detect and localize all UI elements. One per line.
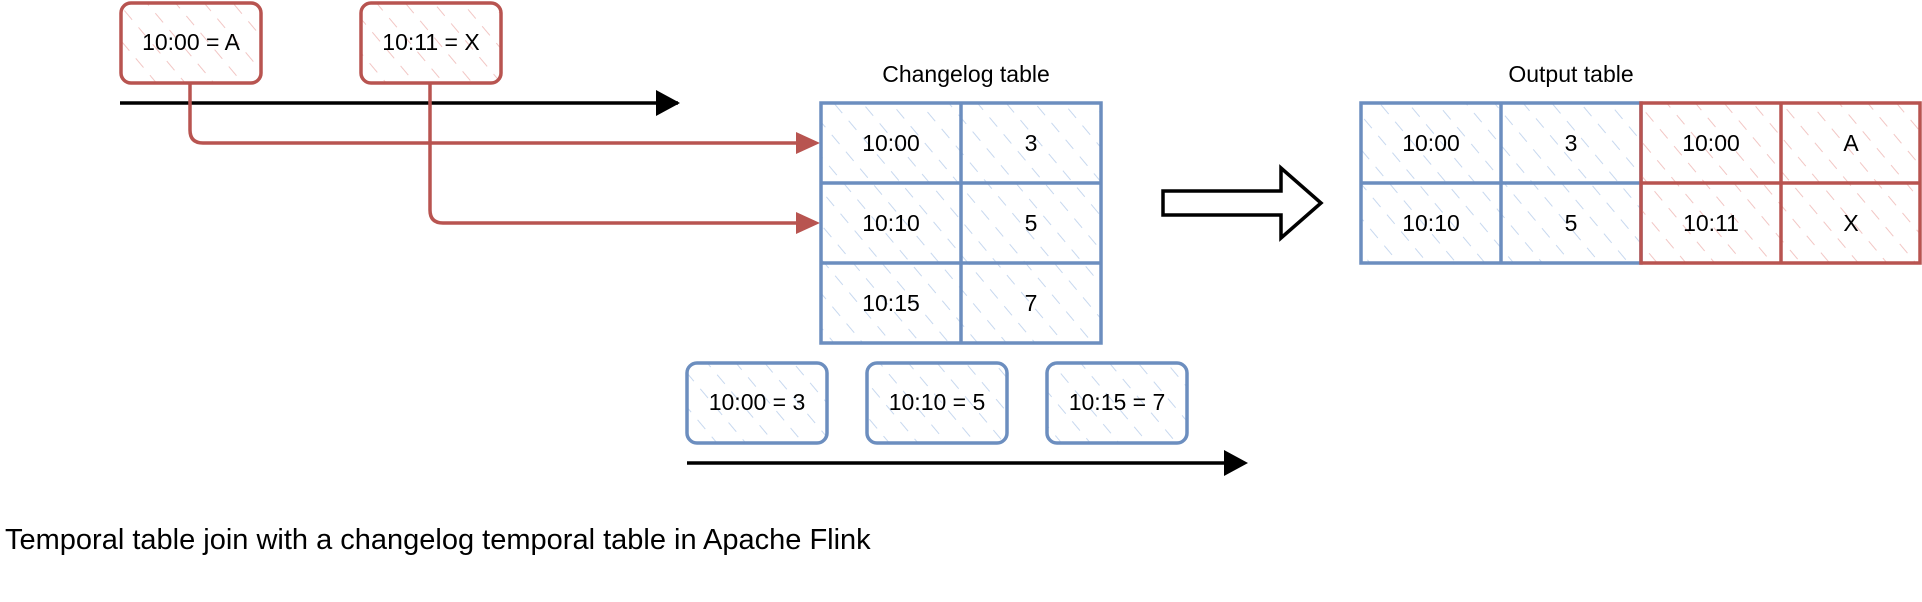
bottom-event-1: 10:00 = 3 — [685, 361, 829, 445]
bottom-event-1-label: 10:00 = 3 — [709, 389, 806, 415]
bottom-timeline-arrowhead — [1224, 450, 1248, 476]
transform-arrow — [1161, 164, 1324, 242]
top-event-x-label: 10:11 = X — [382, 29, 479, 55]
output-cell: 10:00 — [1682, 130, 1740, 156]
top-event-x: 10:11 = X — [359, 1, 503, 85]
changelog-cell: 3 — [1025, 130, 1038, 156]
connector-event-x-head — [796, 212, 820, 234]
bottom-event-3-label: 10:15 = 7 — [1069, 389, 1166, 415]
top-event-a: 10:00 = A — [119, 1, 263, 85]
output-cell: 10:10 — [1402, 210, 1460, 236]
changelog-table: 10:00 3 10:10 5 10:15 7 — [819, 101, 1103, 345]
changelog-table-title: Changelog table — [882, 61, 1050, 87]
connector-event-x — [428, 83, 798, 225]
bottom-event-3: 10:15 = 7 — [1045, 361, 1189, 445]
changelog-cell: 10:15 — [862, 290, 920, 316]
output-cell: 10:00 — [1402, 130, 1460, 156]
figure-caption: Temporal table join with a changelog tem… — [5, 524, 871, 556]
top-timeline-arrowhead — [656, 90, 680, 116]
changelog-cell: 5 — [1025, 210, 1038, 236]
changelog-cell: 10:00 — [862, 130, 920, 156]
output-cell: X — [1843, 210, 1858, 236]
output-cell: 10:11 — [1683, 210, 1739, 236]
bottom-event-2-label: 10:10 = 5 — [889, 389, 986, 415]
output-cell: A — [1843, 130, 1859, 156]
output-cell: 5 — [1565, 210, 1578, 236]
changelog-cell: 10:10 — [862, 210, 920, 236]
connector-event-a — [188, 83, 798, 145]
top-event-a-label: 10:00 = A — [142, 29, 240, 55]
output-table: 10:00 3 10:00 A 10:10 5 10:11 X — [1359, 101, 1922, 265]
connector-event-a-head — [796, 132, 820, 154]
output-table-title: Output table — [1508, 61, 1633, 87]
output-cell: 3 — [1565, 130, 1578, 156]
bottom-event-2: 10:10 = 5 — [865, 361, 1009, 445]
changelog-cell: 7 — [1025, 290, 1038, 316]
